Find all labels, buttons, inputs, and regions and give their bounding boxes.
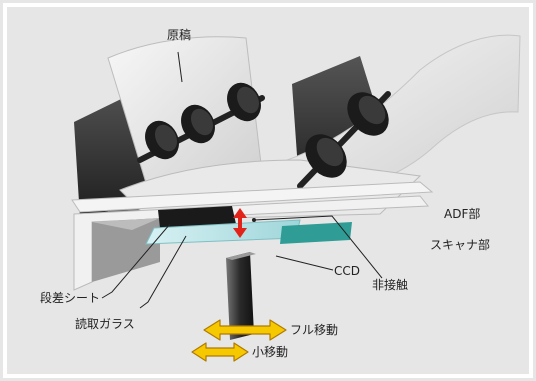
leader-lines (101, 51, 383, 309)
label-ccd: CCD (334, 264, 360, 278)
frame-border (3, 3, 533, 378)
label-step-sheet: 段差シート (40, 291, 101, 305)
label-adf: ADF部 (444, 207, 481, 221)
label-no-contact: 非接触 (372, 278, 409, 292)
label-reading-glass: 読取ガラス (75, 317, 135, 331)
no-contact-red-arrow (233, 208, 247, 238)
ccd-unit (226, 252, 254, 340)
right-roller-assembly (297, 91, 391, 189)
label-small-move: 小移動 (252, 345, 289, 359)
teal-plate (280, 222, 352, 244)
label-full-move: フル移動 (290, 323, 339, 337)
label-original: 原稿 (167, 28, 192, 42)
label-scanner: スキャナ部 (430, 238, 491, 252)
left-roller-assembly (137, 82, 265, 163)
full-move-arrow (203, 319, 287, 341)
small-move-arrow (191, 342, 249, 362)
step-sheet (158, 206, 236, 228)
adf-plate (71, 181, 434, 213)
